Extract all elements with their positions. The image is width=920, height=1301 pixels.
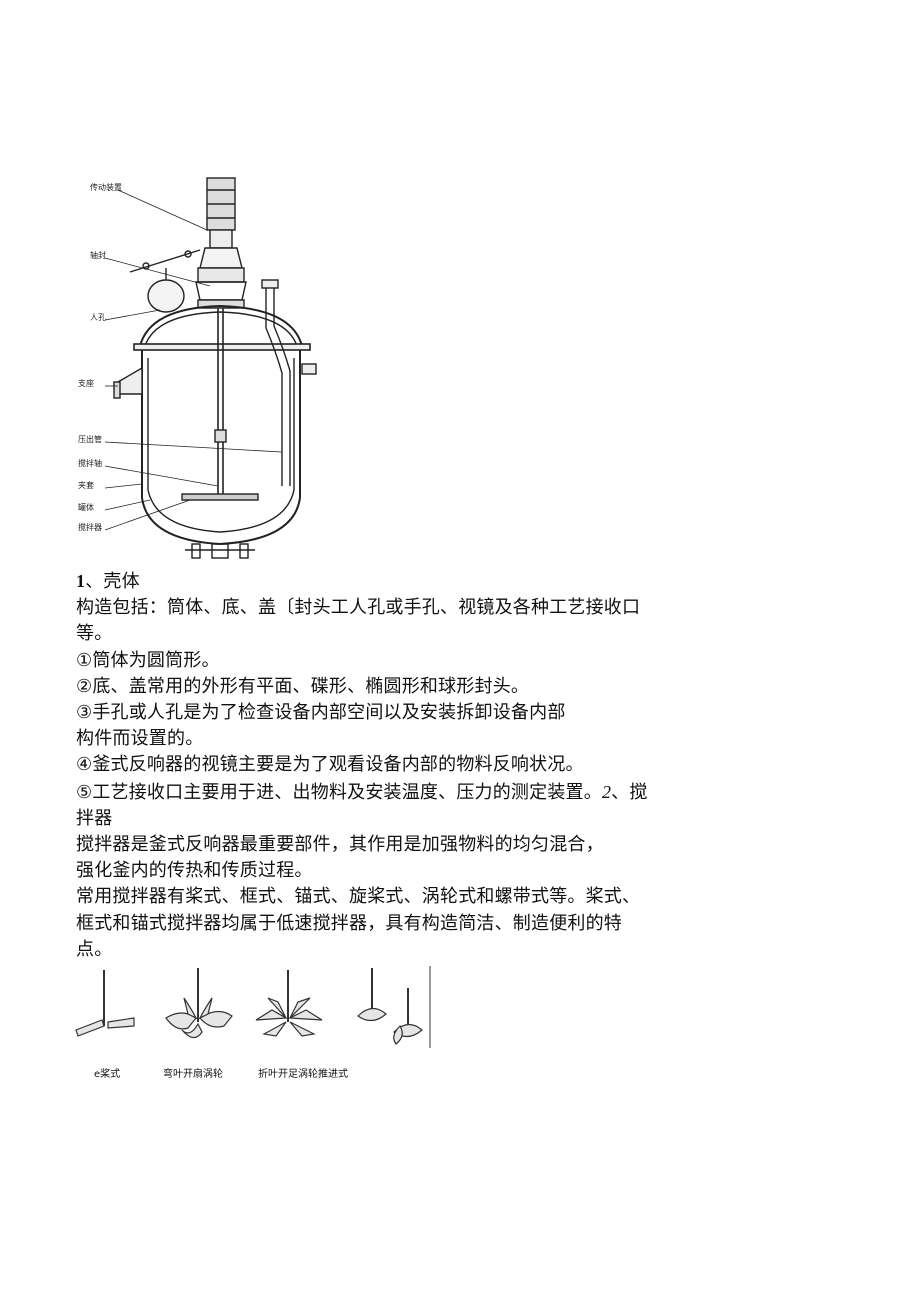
paragraph-line: 搅拌器是釜式反响器最重要部件，其作用是加强物料的均匀混合， [76,834,604,856]
paragraph-line: 常用搅拌器有桨式、框式、锚式、旋桨式、涡轮式和螺带式等。桨式、 [76,886,641,908]
paragraph-line: 点。 [76,938,113,960]
paragraph-line: ③手孔或人孔是为了检查设备内部空间以及安装拆卸设备内部 [76,702,566,724]
label-press-pipe: 压出管 [78,434,102,444]
caption-pitched-propeller: 折叶开足涡轮推进式 [258,1069,348,1080]
reactor-diagram: 传动装置 轴封 人孔 支座 压出管 搅拌轴 夹套 罐体 搅拌器 [70,168,370,568]
paragraph-line: ①筒体为圆筒形。 [76,649,220,671]
paragraph-line: 拌器 [76,807,113,829]
paragraph-line: 构件而设置的。 [76,728,204,750]
paragraph-line: 框式和锚式搅拌器均属于低速搅拌器，具有构造简洁、制造便利的特 [76,912,622,934]
label-drive: 传动装置 [90,182,122,192]
paragraph-line: ④釜式反响器的视镜主要是为了观看设备内部的物料反响状况。 [76,754,584,776]
label-manhole: 人孔 [90,313,106,322]
label-jacket: 夹套 [78,480,94,490]
section-heading: 1、壳体 [76,571,140,592]
paragraph-line: ②底、盖常用的外形有平面、碟形、椭圆形和球形封头。 [76,675,530,697]
label-seal: 轴封 [90,250,106,260]
caption-curved-turbine: 弯叶开扇涡轮 [163,1069,223,1080]
label-shaft: 搅拌轴 [78,458,102,468]
paragraph-line: 强化釜内的传热和传质过程。 [76,860,313,882]
paragraph-line: ⑤工艺接收口主要用于进、出物料及安装温度、压力的测定装置。2、搅 [76,781,648,803]
caption-paddle: e桨式 [94,1069,121,1080]
paddle-impeller-shape [75,970,135,1037]
body-text: 1、壳体 构造包括：筒体、底、盖〔封头工人孔或手孔、视镜及各种工艺接收口 等。 … [76,568,686,963]
label-kettle: 罐体 [78,502,94,512]
label-support: 支座 [78,378,94,388]
paragraph-line: 等。 [76,623,113,645]
curved-blade-turbine-shape [165,968,233,1039]
impeller-diagram: e桨式 弯叶开扇涡轮 折叶开足涡轮推进式 [72,962,452,1092]
pitched-blade-turbine-shape [255,970,323,1037]
paragraph-line: 构造包括：筒体、底、盖〔封头工人孔或手孔、视镜及各种工艺接收口 [76,597,641,619]
propeller-shape [357,966,431,1048]
label-agitator: 搅拌器 [78,522,102,532]
